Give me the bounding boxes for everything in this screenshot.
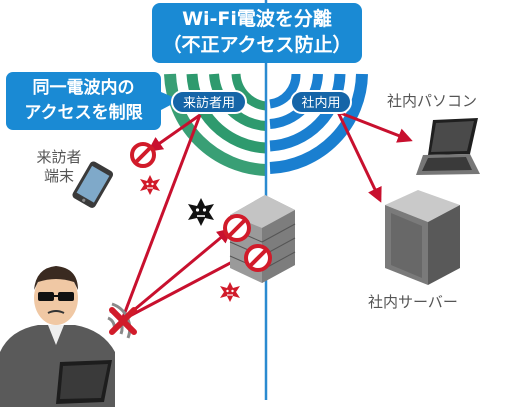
diagram-title: Wi-Fi電波を分離 （不正アクセス防止）: [152, 6, 362, 58]
angry-face-icon: [140, 175, 160, 195]
internal-pc-label: 社内パソコン: [387, 92, 478, 110]
visitor-terminal-label: 来訪者 端末: [26, 148, 92, 186]
angry-face-icon: [220, 282, 240, 302]
angry-face-icon: [188, 198, 214, 226]
ssid-visitor-badge: 来訪者用: [171, 90, 247, 114]
internal-server-label: 社内サーバー: [368, 293, 458, 311]
visitor-terminal-line1: 来訪者: [36, 148, 82, 166]
no-entry-icon: [130, 142, 156, 168]
restrict-note-line1: 同一電波内の: [32, 78, 135, 98]
smartphone-icon: [72, 161, 114, 208]
ssid-internal-badge: 社内用: [290, 90, 352, 114]
restrict-note-line2: アクセスを制限: [24, 103, 143, 123]
restrict-note: 同一電波内の アクセスを制限: [6, 76, 161, 126]
title-box: [152, 3, 362, 63]
hacker-icon: [0, 266, 115, 407]
no-entry-icon: [223, 214, 251, 242]
wifi-waves-internal-icon: [269, 73, 368, 174]
no-entry-icon: [244, 244, 272, 272]
blocked-x-icon: [109, 307, 137, 335]
title-line2: （不正アクセス防止）: [162, 34, 352, 56]
restrict-callout-box: [6, 72, 161, 130]
server-icon: [385, 190, 460, 285]
laptop-icon: [416, 118, 480, 175]
title-line1: Wi-Fi電波を分離: [182, 8, 332, 30]
internal-access-arrows: [336, 110, 413, 203]
visitor-terminal-line2: 端末: [43, 167, 74, 185]
